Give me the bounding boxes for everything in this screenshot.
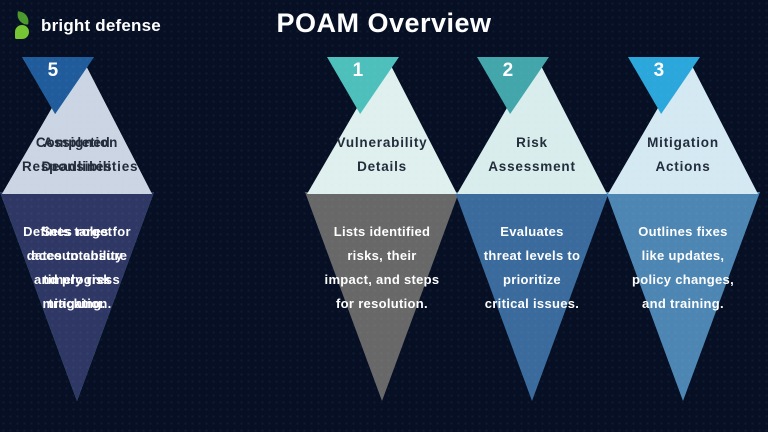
step-5-title: Completion Deadlines	[35, 135, 119, 174]
step-column-1: 1 Vulnerability Details Lists identified…	[305, 0, 459, 432]
step-2-description: Evaluates threat levels to prioritize cr…	[483, 224, 581, 311]
step-number: 2	[502, 60, 514, 81]
step-column-3: 3 Mitigation Actions Outlines fixes like…	[606, 0, 760, 432]
step-1-title: Vulnerability Details	[336, 135, 428, 174]
step-5-description: Sets target dates to ensure timely risk …	[26, 224, 128, 311]
step-number: 5	[47, 60, 59, 81]
step-number: 1	[352, 60, 364, 81]
step-column-2: 2 Risk Assessment Evaluates threat level…	[455, 0, 609, 432]
bright-defense-logo-icon	[14, 11, 33, 39]
page-title: POAM Overview	[276, 8, 492, 38]
step-1-description: Lists identified risks, their impact, an…	[324, 224, 440, 311]
step-4-title: Assigned Responsibilities	[22, 135, 139, 174]
logo-leaf-bottom	[15, 25, 29, 39]
step-3-title: Mitigation Actions	[647, 135, 719, 174]
step-column-5: 5 Completion Deadlines Sets target dates…	[0, 0, 154, 432]
step-number: 3	[653, 60, 665, 81]
step-4-description: Defines roles for accountability and pro…	[23, 224, 131, 311]
brand-logo: bright defense	[14, 11, 161, 39]
step-3-description: Outlines fixes like updates, policy chan…	[631, 224, 735, 311]
logo-leaf-top	[16, 11, 30, 25]
step-2-title: Risk Assessment	[488, 135, 576, 174]
brand-name: bright defense	[41, 15, 161, 35]
